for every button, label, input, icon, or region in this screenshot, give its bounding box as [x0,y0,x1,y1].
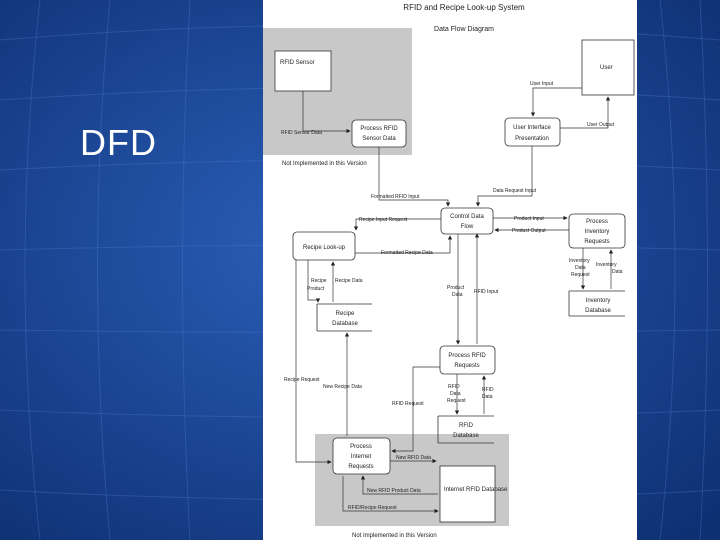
process-internet-requests: Process Internet Requests [332,437,391,475]
flow-label-formatted-recipe-data: Formatted Recipe Data [381,250,433,256]
entity-rfid-sensor-label: RFID Sensor [280,60,315,66]
diagram-title: RFID and Recipe Look-up System [403,3,525,12]
process-user-interface-label-1: User Interface [513,125,551,131]
process-recipe-lookup-label: Recipe Look-up [303,245,346,251]
process-internet-requests-label-3: Requests [348,464,373,470]
flow-label-rfid-data-request-2: Data [450,391,461,397]
flow-label-product-data-1: Product [447,285,465,291]
note-not-implemented-bottom: Not Implemented in this Version [352,533,437,539]
flow-label-rfid-sensor-data: RFID Sensor Data [281,130,322,136]
flow-label-inventory-request-1: Inventory [569,258,590,264]
flow-label-user-output: User Output [587,122,615,128]
flow-label-recipe-product-1: Recipe [311,278,327,284]
flow-label-recipe-request: Recipe Request [284,377,320,383]
flow-line-user-input [530,87,582,117]
flow-label-rfid-data-2: Data [482,394,493,400]
flow-label-new-rfid-data: New RFID Data [396,455,431,461]
flow-label-rfid-input: RFID Input [474,289,499,295]
store-inventory-database: Inventory Database [568,290,625,317]
flow-line-formatted-rfid [378,147,451,207]
flow-label-rfid-data-1: RFID [482,387,494,393]
process-control-data-flow-label-2: Flow [461,224,474,230]
flow-label-recipe-input-request: Recipe Input Request [359,217,408,223]
store-recipe-database: Recipe Database [316,303,372,332]
flow-label-inventory-request-3: Request [571,272,590,278]
flow-label-product-data-2: Data [452,292,463,298]
flow-line-recipe-input [353,218,441,231]
store-rfid-database-label-1: RFID [459,423,474,429]
process-recipe-lookup: Recipe Look-up [292,231,356,261]
flow-label-formatted-rfid-input: Formatted RFID Input [371,194,420,200]
store-rfid-database: RFID Database [437,415,494,444]
process-control-data-flow-label-1: Control Data [450,214,484,220]
flow-line-data-request [475,146,533,207]
flow-label-inventory-request-2: Data [575,265,586,271]
flow-label-rfid-request: RFID Request [392,401,424,407]
process-rfid-sensor-data-label-1: Process RFID [360,126,398,132]
entity-user: User [581,39,635,96]
process-internet-requests-label-2: Internet [351,454,372,460]
flow-line-sensor-data [302,91,351,134]
note-not-implemented-top: Not Implemented in this Version [282,161,367,167]
flow-line-recipe-request [295,260,332,465]
process-inventory-requests-label-1: Process [586,219,608,225]
entity-user-label: User [600,65,613,71]
store-inventory-database-label-2: Database [585,308,611,314]
flow-line-formatted-recipe [355,235,453,254]
process-internet-requests-label-1: Process [350,444,372,450]
slide-title: DFD [80,122,157,163]
flow-label-rfid-data-request-3: Request [447,398,466,404]
flow-line-recipe-product [307,260,321,303]
data-flow-diagram: RFID and Recipe Look-up System Data Flow… [263,0,637,540]
flow-label-new-rfid-product-data: New RFID Product Data [367,488,421,494]
flow-label-product-output: Product Output [512,228,546,234]
process-rfid-requests-label-2: Requests [454,363,479,369]
process-rfid-sensor-data: Process RFID Sensor Data [351,119,407,148]
process-user-interface-label-2: Presentation [515,136,549,142]
process-user-interface: User Interface Presentation [504,117,561,147]
flow-label-recipe-product-2: Product [307,286,325,292]
process-inventory-requests-label-3: Requests [584,239,609,245]
flow-label-new-recipe-data: New Recipe Data [323,384,362,390]
flow-label-product-input: Product Input [514,216,544,222]
entity-internet-rfid-database-label: Internet RFID Database [444,487,508,493]
flow-label-inventory-data-1: Inventory [596,262,617,268]
process-inventory-requests: Process Inventory Requests [568,213,626,249]
entity-rfid-sensor: RFID Sensor [274,50,332,92]
flow-labels: User Input User Output RFID Sensor Data … [281,81,623,511]
flow-label-inventory-data-2: Data [612,269,623,275]
entity-internet-rfid-database: Internet RFID Database [439,465,508,523]
store-rfid-database-label-2: Database [453,433,479,439]
store-inventory-database-label-1: Inventory [586,298,611,304]
process-inventory-requests-label-2: Inventory [585,229,610,235]
flow-line-rfid-request [391,366,440,454]
flow-lines [295,87,614,514]
flow-line-new-rfid-product [360,475,438,495]
process-rfid-requests: Process RFID Requests [439,345,496,375]
process-rfid-sensor-data-label-2: Sensor Data [362,136,396,142]
flow-label-user-input: User Input [530,81,554,87]
flow-label-rfid-data-request-1: RFID [448,384,460,390]
flow-line-user-output [560,96,611,129]
store-recipe-database-label-1: Recipe [336,311,355,317]
store-recipe-database-label-2: Database [332,321,358,327]
process-rfid-requests-label-1: Process RFID [448,353,486,359]
diagram-subtitle: Data Flow Diagram [434,26,494,33]
flow-label-rfid-recipe-request: RFID/Recipe Request [348,505,397,511]
flow-label-data-request-input: Data Request Input [493,188,537,194]
flow-label-recipe-data: Recipe Data [335,278,363,284]
flow-line-rfid-recipe-request [342,476,439,514]
process-control-data-flow: Control Data Flow [440,207,494,235]
